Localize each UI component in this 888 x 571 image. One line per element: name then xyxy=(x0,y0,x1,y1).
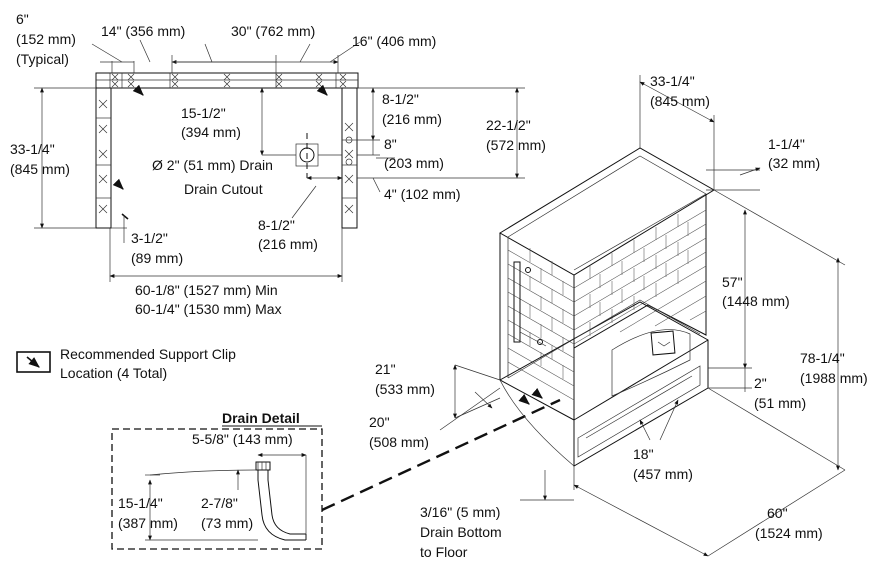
iso-label-dim-60-mm: (1524 mm) xyxy=(755,525,823,541)
label-dim-8b-mm: (216 mm) xyxy=(258,236,318,252)
iso-label-dim-21-mm: (533 mm) xyxy=(375,381,435,397)
plan-clip-arrows xyxy=(112,84,328,220)
legend-line-2: Location (4 Total) xyxy=(60,365,167,381)
iso-dimensions xyxy=(439,75,846,557)
drain-detail-dim-2-mm: (73 mm) xyxy=(201,515,253,531)
drain-detail-dim-5: 5-5/8" (143 mm) xyxy=(192,431,293,447)
label-dim-33-left-mm: (845 mm) xyxy=(10,161,70,177)
label-dim-8a: 8-1/2" xyxy=(382,91,419,107)
plan-top-dimensions xyxy=(91,39,361,73)
iso-back-wall xyxy=(573,194,707,349)
drain-detail-title: Drain Detail xyxy=(222,410,300,426)
legend-line-1: Recommended Support Clip xyxy=(60,346,236,362)
plan-left-dimension xyxy=(34,87,96,229)
label-dim-30: 30" (762 mm) xyxy=(231,23,315,39)
label-dim-4: 4" (102 mm) xyxy=(384,186,461,202)
drain-detail: Drain Detail 5-5/8" (143 mm) 15-1/4" (38… xyxy=(111,410,323,550)
drain-detail-dim-15-mm: (387 mm) xyxy=(118,515,178,531)
support-clip-icon xyxy=(16,351,51,373)
iso-top-rim xyxy=(499,147,715,276)
label-typical-6: 6" xyxy=(16,11,29,27)
iso-label-dim-57: 57" xyxy=(722,274,743,290)
label-dim-16: 16" (406 mm) xyxy=(352,33,436,49)
drain-assembly xyxy=(145,453,307,541)
iso-clip-arrow-1 xyxy=(518,394,530,405)
drain-detail-dim-2: 2-7/8" xyxy=(201,495,238,511)
iso-label-dim-33: 33-1/4" xyxy=(650,73,695,89)
iso-label-dim-60: 60" xyxy=(767,505,788,521)
iso-label-dim-2-mm: (51 mm) xyxy=(754,395,806,411)
iso-label-dim-1: 1-1/4" xyxy=(768,136,805,152)
label-dim-22: 22-1/2" xyxy=(486,117,531,133)
iso-label-dim-20-mm: (508 mm) xyxy=(369,434,429,450)
label-dim-22-mm: (572 mm) xyxy=(486,137,546,153)
label-dim-15: 15-1/2" xyxy=(181,105,226,121)
label-dim-3-mm: (89 mm) xyxy=(131,250,183,266)
iso-label-dim-1-mm: (32 mm) xyxy=(768,155,820,171)
label-dim-3: 3-1/2" xyxy=(131,230,168,246)
iso-label-dim-2: 2" xyxy=(754,375,767,391)
plan-right-wall xyxy=(341,87,358,229)
plan-left-wall xyxy=(95,87,112,229)
iso-label-to-floor: to Floor xyxy=(420,544,468,560)
plan-view: 6" (152 mm) (Typical) 14" (356 mm) 30" (… xyxy=(10,11,546,317)
iso-view: 33-1/4" (845 mm) 1-1/4" (32 mm) 57" (144… xyxy=(369,73,868,560)
plan-drain xyxy=(262,133,342,178)
iso-label-dim-78: 78-1/4" xyxy=(800,350,845,366)
iso-label-dim-78-mm: (1988 mm) xyxy=(800,370,868,386)
label-dim-8a-mm: (216 mm) xyxy=(382,111,442,127)
detail-leader-line xyxy=(321,398,561,512)
label-dim-60-min: 60-1/8" (1527 mm) Min xyxy=(135,282,278,298)
iso-label-dim-33-mm: (845 mm) xyxy=(650,93,710,109)
iso-label-dim-18-mm: (457 mm) xyxy=(633,466,693,482)
label-drain-cutout: Drain Cutout xyxy=(184,181,263,197)
iso-label-dim-21: 21" xyxy=(375,361,396,377)
iso-label-dim-18: 18" xyxy=(633,446,654,462)
label-dim-15-mm: (394 mm) xyxy=(181,124,241,140)
label-dim-14: 14" (356 mm) xyxy=(101,23,185,39)
label-drain: Ø 2" (51 mm) Drain xyxy=(152,157,273,173)
label-dim-8: 8" xyxy=(384,136,397,152)
iso-label-drain-bottom: Drain Bottom xyxy=(420,524,502,540)
iso-clip-arrow-2 xyxy=(531,388,543,399)
plan-right-dimensions xyxy=(357,87,525,193)
label-dim-8b: 8-1/2" xyxy=(258,217,295,233)
plan-lower-dimensions xyxy=(111,176,343,243)
iso-side-wall xyxy=(499,233,575,421)
label-typical: (Typical) xyxy=(16,51,69,67)
plan-width-dimension xyxy=(109,228,343,282)
legend: Recommended Support Clip Location (4 Tot… xyxy=(16,346,236,381)
iso-label-dim-20: 20" xyxy=(369,414,390,430)
label-dim-8-mm: (203 mm) xyxy=(384,155,444,171)
iso-label-dim-57-mm: (1448 mm) xyxy=(722,293,790,309)
drain-detail-dim-15: 15-1/4" xyxy=(118,495,163,511)
label-typical-6-mm: (152 mm) xyxy=(16,31,76,47)
plan-top-wall xyxy=(95,72,359,89)
iso-tub xyxy=(499,299,709,467)
label-dim-60-max: 60-1/4" (1530 mm) Max xyxy=(135,301,282,317)
label-dim-33-left: 33-1/4" xyxy=(10,141,55,157)
iso-label-dim-3: 3/16" (5 mm) xyxy=(420,504,500,520)
